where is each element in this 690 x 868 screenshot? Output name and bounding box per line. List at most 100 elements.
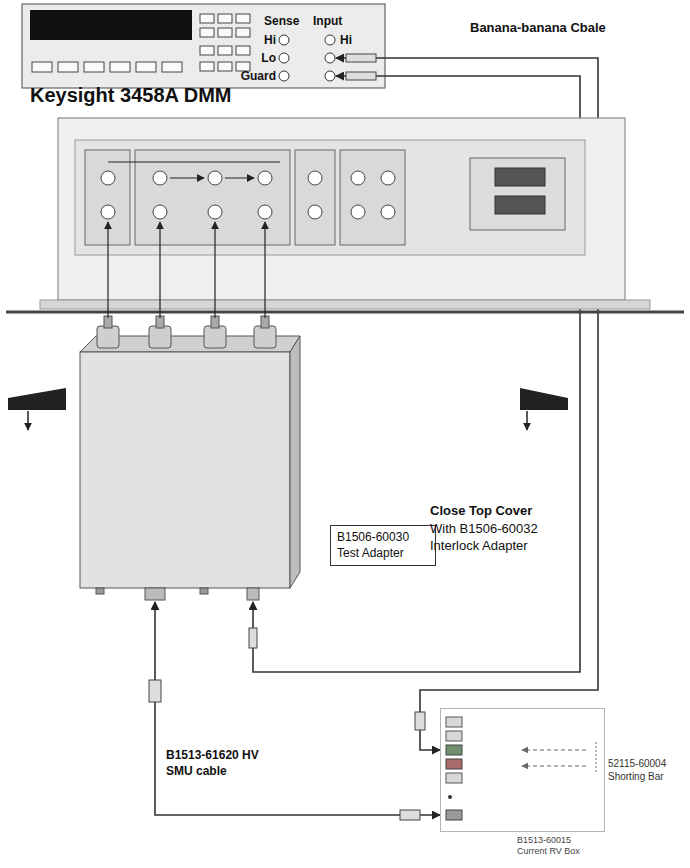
mainframe-body <box>58 118 625 300</box>
rv-terminal <box>446 810 462 820</box>
dmm-key <box>218 46 232 55</box>
terminal <box>325 35 335 45</box>
cover-wedge <box>8 388 66 410</box>
dmm-key <box>84 62 104 72</box>
part-callout: 52115-60004 Shorting Bar <box>608 758 682 783</box>
adapter-side-face <box>290 336 300 588</box>
adapter-hv-connector <box>145 588 165 600</box>
adapter-front-face <box>80 352 290 588</box>
dmm-key <box>162 62 182 72</box>
label-holder: B1513-61620 HV SMU cable <box>166 748 266 779</box>
terminal-group-name: Sense <box>264 14 299 28</box>
panel-connector <box>258 171 272 185</box>
terminal-name: Hi <box>340 33 352 47</box>
label-holder: Lo <box>261 51 276 65</box>
cable-plug <box>149 680 161 702</box>
adapter-connector <box>204 326 226 348</box>
adapter-connector <box>149 326 171 348</box>
module-panel <box>135 150 290 245</box>
dmm-key <box>200 46 214 55</box>
dmm-key <box>110 62 130 72</box>
terminal-name: Hi <box>264 33 276 47</box>
banana-plug <box>346 72 376 80</box>
dmm-key <box>236 28 250 37</box>
panel-connector <box>208 205 222 219</box>
terminal-name: Lo <box>261 51 276 65</box>
panel-connector <box>351 171 365 185</box>
rv-box-node: B1513-60015 Current RV Box <box>440 708 605 832</box>
cable-name: Banana-banana Cbale <box>470 20 606 37</box>
cover-arrow <box>27 411 29 430</box>
terminal <box>325 71 335 81</box>
panel-connector <box>381 205 395 219</box>
module-panel <box>340 150 405 245</box>
label-holder: Hi <box>264 33 276 47</box>
adapter-foot <box>200 588 208 594</box>
label-holder: Sense <box>264 14 299 28</box>
instruction-note: With B1506-60032 Interlock Adapter <box>430 521 570 555</box>
part-callout: B1513-60015 Current RV Box <box>517 835 601 858</box>
panel-connector <box>258 205 272 219</box>
panel-button <box>495 168 545 186</box>
dmm-display <box>30 10 192 40</box>
terminal <box>325 53 335 63</box>
dmm-key <box>200 14 214 23</box>
dmm-key <box>200 62 214 71</box>
terminal-group-name: Input <box>313 14 342 28</box>
dmm-panel <box>22 4 385 88</box>
panel-bracket <box>108 162 280 163</box>
cover-arrow <box>526 411 528 430</box>
cable-plug <box>400 810 420 820</box>
mainframe-panel <box>75 140 585 255</box>
rv-dot <box>448 795 452 799</box>
label-holder: Close Top Cover <box>430 503 532 520</box>
panel-connector <box>351 205 365 219</box>
adapter-connector <box>254 326 276 348</box>
dmm-key <box>58 62 78 72</box>
module-panel <box>295 150 335 245</box>
dmm-key <box>236 14 250 23</box>
insert-arrow <box>107 222 108 318</box>
insert-arrow <box>159 222 160 318</box>
module-panel <box>470 158 565 230</box>
label-holder: 52115-60004 Shorting Bar <box>608 758 682 783</box>
cable-plug <box>415 712 425 730</box>
terminal-name: Guard <box>241 69 276 83</box>
label-holder: Guard <box>241 69 276 83</box>
panel-connector <box>381 171 395 185</box>
panel-arrow <box>170 178 204 179</box>
banana-plug <box>346 54 376 62</box>
terminal <box>279 71 289 81</box>
dmm-key <box>218 14 232 23</box>
label-holder: Banana-banana Cbale <box>470 20 606 37</box>
terminal <box>279 35 289 45</box>
terminal <box>279 53 289 63</box>
rv-terminal <box>446 731 462 741</box>
shorting-bar-leader <box>596 742 597 774</box>
panel-connector <box>208 171 222 185</box>
insert-arrow <box>264 222 265 318</box>
cable-plug <box>249 628 257 648</box>
dmm-key <box>236 46 250 55</box>
rv-terminal <box>446 773 462 783</box>
shorting-bar-leader <box>522 766 586 767</box>
panel-connector <box>101 171 115 185</box>
insert-arrow <box>214 222 215 318</box>
panel-connector <box>308 205 322 219</box>
label-holder: Input <box>313 14 342 28</box>
panel-connector <box>308 171 322 185</box>
panel-connector <box>153 205 167 219</box>
rv-terminal <box>446 717 462 727</box>
cover-wedge <box>520 388 568 410</box>
cable-connector <box>155 602 440 815</box>
label-holder: With B1506-60032 Interlock Adapter <box>430 521 570 555</box>
dmm-key <box>136 62 156 72</box>
adapter-connector <box>247 588 259 600</box>
rv-terminal <box>446 745 462 755</box>
label-holder: Hi <box>340 33 352 47</box>
adapter-foot <box>96 588 104 594</box>
panel-arrow <box>225 178 254 179</box>
panel-connector <box>153 171 167 185</box>
